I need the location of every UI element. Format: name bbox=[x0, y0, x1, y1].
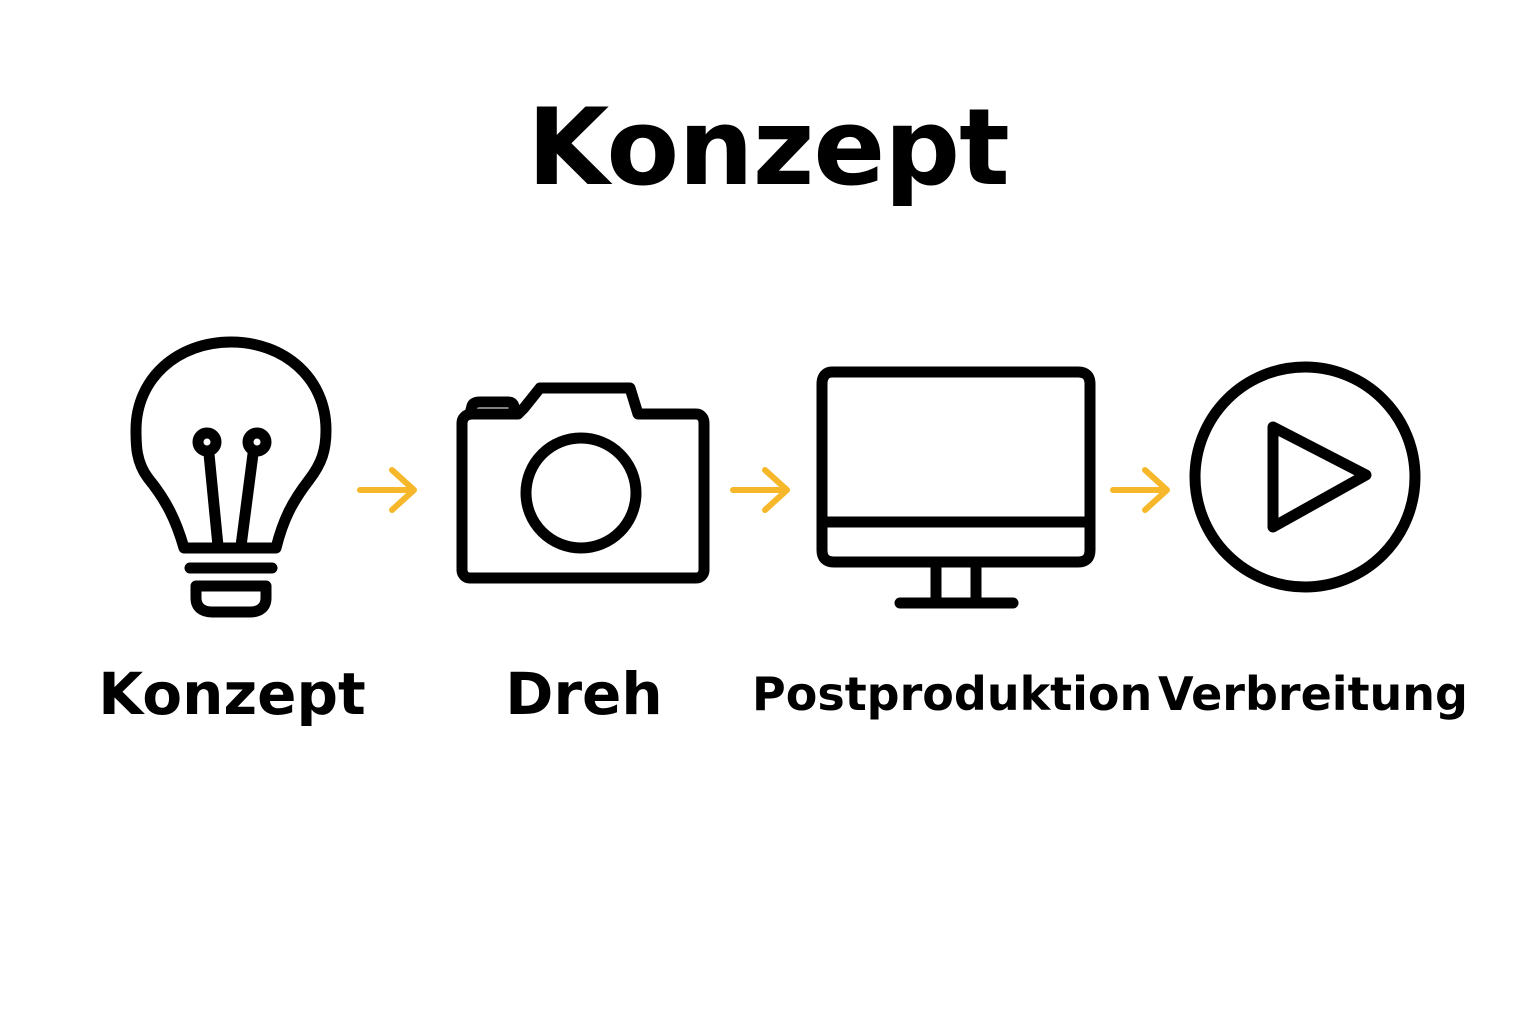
camera-icon bbox=[448, 378, 712, 588]
arrow-right-icon bbox=[354, 462, 420, 518]
lightbulb-icon bbox=[126, 330, 336, 625]
step-label-verbreitung: Verbreitung bbox=[1158, 667, 1468, 721]
step-label-konzept: Konzept bbox=[98, 660, 366, 728]
play-circle-icon bbox=[1184, 355, 1426, 600]
arrow-right-icon bbox=[1107, 462, 1173, 518]
step-label-dreh: Dreh bbox=[505, 660, 663, 728]
arrow-right-icon bbox=[727, 462, 793, 518]
monitor-icon bbox=[810, 360, 1102, 615]
step-label-postproduktion: Postproduktion bbox=[752, 667, 1153, 721]
diagram-title: Konzept bbox=[527, 86, 1010, 209]
